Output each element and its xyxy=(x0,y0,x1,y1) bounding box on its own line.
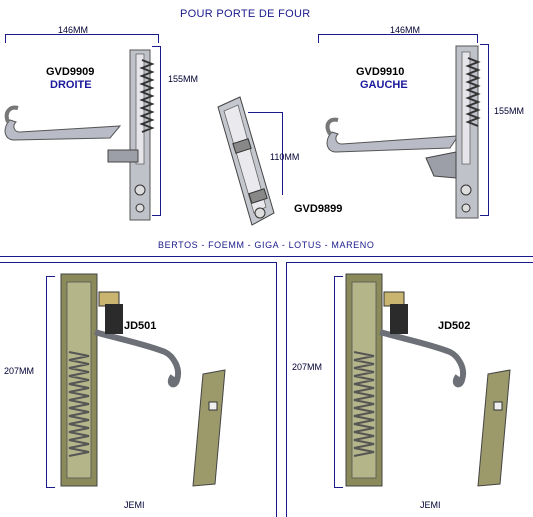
gvd9910-height-bracket xyxy=(480,44,489,216)
gvd9909-width-label: 146MM xyxy=(58,25,89,35)
jd502-height-label: 207MM xyxy=(292,362,323,372)
jd501-height-bracket xyxy=(46,276,55,488)
jd502-hinge-image xyxy=(345,273,511,487)
gvd9910-side: GAUCHE xyxy=(360,79,408,91)
page-title: POUR PORTE DE FOUR xyxy=(180,8,311,20)
jd502-box-top xyxy=(286,262,533,263)
gvd9910-height-label: 155MM xyxy=(494,106,525,116)
jd501-brand: JEMI xyxy=(124,500,145,510)
jd501-hinge-image xyxy=(60,273,226,487)
gvd9910-code: GVD9910 xyxy=(356,66,405,78)
jd501-height-label: 207MM xyxy=(4,366,35,376)
gvd9909-width-bracket xyxy=(5,34,159,43)
horizontal-divider xyxy=(0,256,533,257)
gvd9899-height-bracket xyxy=(248,112,283,195)
jd502-height-bracket xyxy=(334,276,343,488)
gvd9910-width-bracket xyxy=(318,34,478,43)
gvd9910-width-label: 146MM xyxy=(390,25,421,35)
jd502-box-left xyxy=(286,262,287,517)
jd501-box-right xyxy=(276,262,277,517)
compatible-brands: BERTOS - FOEMM - GIGA - LOTUS - MARENO xyxy=(158,240,375,250)
jd502-brand: JEMI xyxy=(420,500,441,510)
gvd9909-height-label: 155MM xyxy=(168,74,199,84)
gvd9899-code: GVD9899 xyxy=(294,203,343,215)
gvd9909-hinge-image xyxy=(4,49,155,221)
jd501-code: JD501 xyxy=(124,320,157,332)
gvd9910-hinge-image xyxy=(325,45,481,219)
gvd9909-side: DROITE xyxy=(50,79,92,91)
gvd9899-height-label: 110MM xyxy=(270,152,300,162)
jd502-code: JD502 xyxy=(438,320,471,332)
jd501-box-top xyxy=(0,262,277,263)
gvd9909-code: GVD9909 xyxy=(46,66,95,78)
gvd9909-height-bracket xyxy=(152,46,161,216)
gvd9899-hinge-image xyxy=(217,96,275,226)
